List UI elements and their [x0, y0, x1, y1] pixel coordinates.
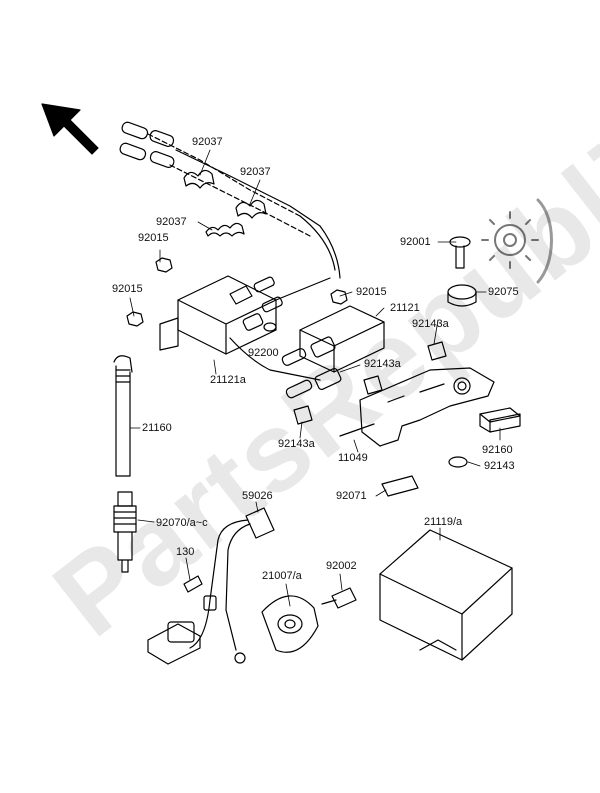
callout-92037-a: 92037 [192, 136, 223, 148]
callout-92143a-b: 92143a [364, 358, 401, 370]
callout-92071: 92071 [336, 490, 367, 502]
callout-92001: 92001 [400, 236, 431, 248]
callout-59026: 59026 [242, 490, 273, 502]
callout-130: 130 [176, 546, 195, 558]
callout-92143: 92143 [484, 460, 515, 472]
plug-caps-upper [119, 121, 341, 279]
igniter-unit-21119 [379, 529, 513, 661]
rubber-pads [381, 407, 521, 497]
callout-11049: 11049 [338, 452, 368, 464]
callout-92015-b: 92015 [112, 283, 143, 295]
ignition-coil-21121 [281, 305, 385, 399]
callout-92037-b: 92037 [240, 166, 271, 178]
callout-21121: 21121 [390, 302, 420, 314]
callout-92015-c: 92015 [356, 286, 387, 298]
callout-21160: 21160 [142, 422, 172, 434]
callout-92015-a: 92015 [138, 232, 169, 244]
callout-21007: 21007/a [262, 570, 302, 582]
nuts-and-collars [126, 257, 447, 425]
callout-21121a: 21121a [210, 374, 246, 386]
direction-arrow-icon [41, 103, 99, 155]
callout-92075: 92075 [488, 286, 519, 298]
leader-lines [129, 149, 501, 607]
callout-92143a-a: 92143a [412, 318, 449, 330]
grommet-92075 [447, 284, 477, 307]
gear-icon [481, 198, 553, 284]
callout-92143a-c: 92143a [278, 438, 315, 450]
callout-92002: 92002 [326, 560, 357, 572]
callout-92200: 92200 [248, 347, 279, 359]
lead-clamp-92037 [183, 169, 267, 237]
callout-21119: 21119/a [424, 516, 463, 528]
pickup-coil-harness [147, 507, 275, 665]
spark-plug-92070 [113, 491, 137, 573]
ignition-coil-21121a [159, 275, 331, 381]
bracket-11049 [339, 367, 495, 447]
callout-92070: 92070/a~c [156, 517, 208, 529]
high-tension-lead-21160 [113, 355, 133, 477]
rotor-21007 [261, 595, 319, 653]
bolt-92002 [321, 587, 357, 609]
callout-92037-c: 92037 [156, 216, 187, 228]
callout-92160: 92160 [482, 444, 513, 456]
